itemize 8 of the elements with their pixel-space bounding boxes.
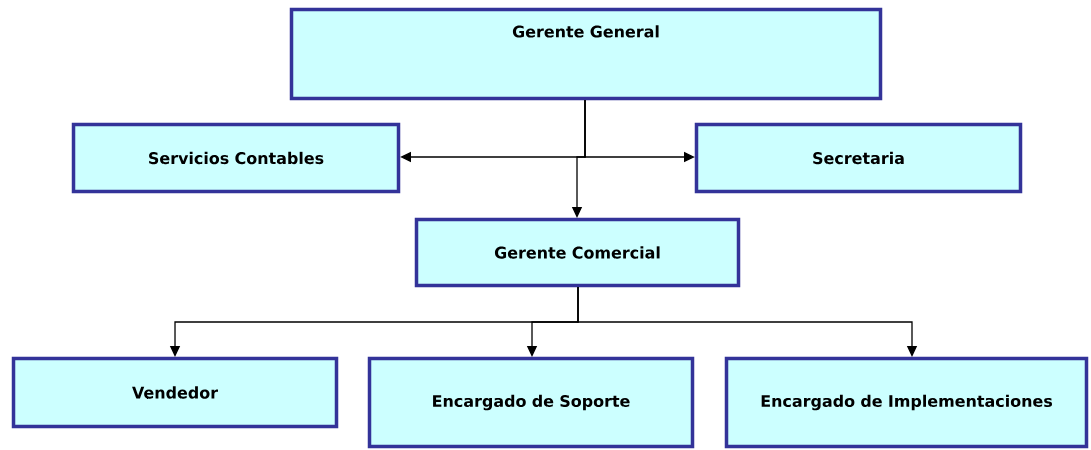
org-box: Encargado de Implementaciones: [724, 356, 1089, 449]
org-box: Gerente General: [289, 7, 883, 101]
org-box: Servicios Contables: [71, 122, 401, 194]
arrow: [577, 286, 918, 357]
org-box: Encargado de Soporte: [367, 356, 695, 449]
org-box: Secretaria: [694, 122, 1023, 194]
org-box: Vendedor: [11, 356, 339, 429]
org-box: Gerente Comercial: [414, 217, 741, 288]
